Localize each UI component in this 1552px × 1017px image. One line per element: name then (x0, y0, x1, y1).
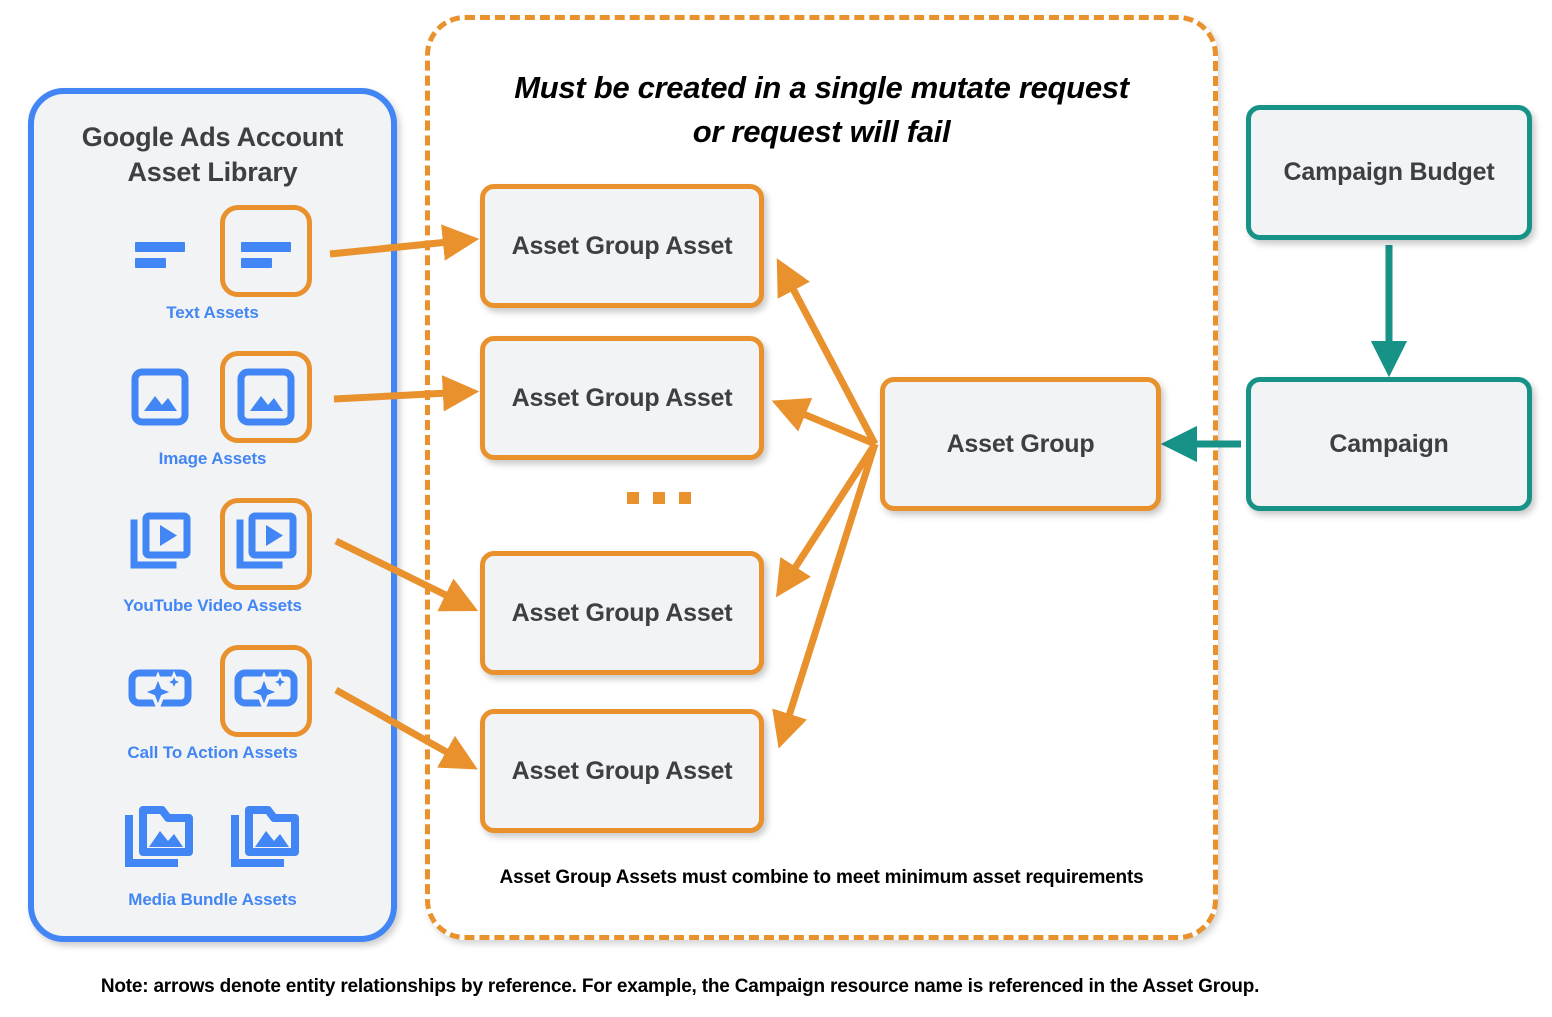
node-campaign[interactable]: Campaign (1246, 377, 1532, 511)
asset-library-item-video[interactable]: YouTube Video Assets (34, 498, 391, 616)
media-bundle-icon-secondary (220, 792, 312, 884)
media-bundle-icon-pair (34, 792, 391, 884)
node-asset-group-asset-4[interactable]: Asset Group Asset (480, 709, 764, 833)
asset-caption-text: Text Assets (166, 303, 259, 322)
node-asset-group-asset-2[interactable]: Asset Group Asset (480, 336, 764, 460)
call-to-action-icon-highlighted[interactable] (219, 645, 312, 737)
asset-library-panel: Google Ads Account Asset Library (28, 88, 397, 942)
asset-caption-video: YouTube Video Assets (123, 596, 302, 615)
footer-note: Note: arrows denote entity relationships… (100, 976, 1260, 997)
mutate-region-footnote: Asset Group Assets must combine to meet … (499, 867, 1144, 888)
video-asset-icon-pair (34, 498, 391, 590)
media-bundle-icon (114, 792, 206, 884)
node-asset-group[interactable]: Asset Group (880, 377, 1161, 511)
ellipsis-dot-3 (679, 492, 691, 504)
asset-library-title-line-2: Asset Library (127, 156, 298, 187)
video-stack-icon-highlighted[interactable] (219, 498, 312, 590)
image-asset-icon-pair (34, 351, 391, 443)
text-asset-icon-pair (34, 205, 391, 297)
asset-library-title-line-1: Google Ads Account (81, 122, 344, 152)
asset-caption-image: Image Assets (158, 449, 267, 468)
text-lines-icon (114, 205, 206, 297)
cta-asset-icon-pair (34, 645, 391, 737)
image-icon (114, 351, 206, 443)
asset-caption-cta: Call To Action Assets (127, 743, 298, 762)
mutate-region-heading: Must be created in a single mutate reque… (470, 66, 1173, 154)
image-icon-highlighted[interactable] (219, 351, 312, 443)
asset-library-item-media-bundle[interactable]: Media Bundle Assets (34, 792, 391, 910)
text-lines-icon-highlighted[interactable] (219, 205, 312, 297)
ellipsis-dot-1 (627, 492, 639, 504)
asset-library-item-cta[interactable]: Call To Action Assets (34, 645, 391, 763)
node-campaign-budget[interactable]: Campaign Budget (1246, 105, 1532, 240)
video-stack-icon (114, 498, 206, 590)
mutate-heading-line-1: Must be created in a single mutate reque… (514, 70, 1129, 105)
mutate-heading-line-2: or request will fail (692, 114, 951, 150)
asset-library-item-text[interactable]: Text Assets (34, 205, 391, 323)
node-asset-group-asset-1[interactable]: Asset Group Asset (480, 184, 764, 308)
node-asset-group-asset-3[interactable]: Asset Group Asset (480, 551, 764, 675)
asset-group-asset-ellipsis (627, 492, 691, 504)
asset-library-title: Google Ads Account Asset Library (34, 120, 391, 189)
asset-library-item-image[interactable]: Image Assets (34, 351, 391, 469)
ellipsis-dot-2 (653, 492, 665, 504)
asset-caption-media-bundle: Media Bundle Assets (128, 890, 297, 909)
call-to-action-icon (114, 645, 206, 737)
